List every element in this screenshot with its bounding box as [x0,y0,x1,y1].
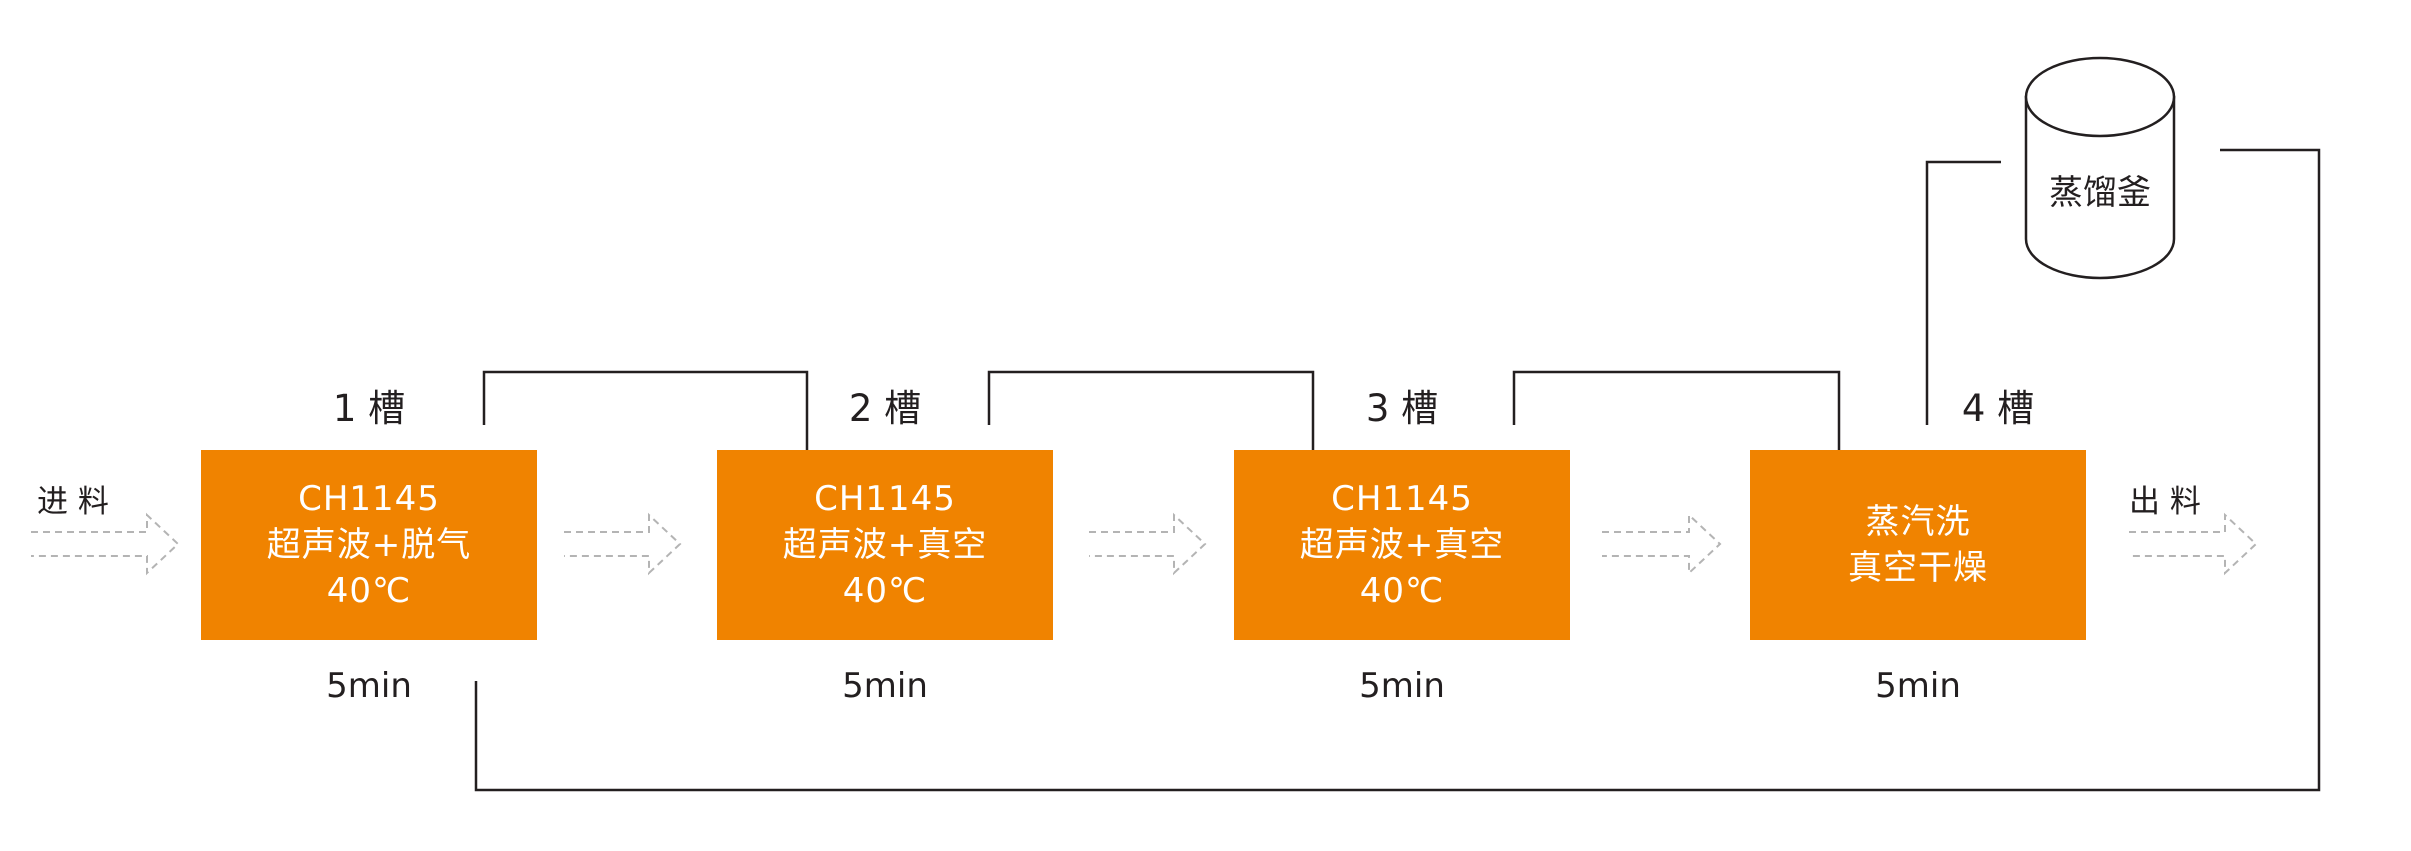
tank-1-process: 超声波+脱气 [266,525,472,565]
tank-2-agent: CH1145 [814,479,956,519]
still-cylinder [2024,56,2176,280]
connector-tank3-tank4 [1512,370,1841,450]
connector-tank1-tank2 [482,370,809,450]
tank-2-temperature: 40℃ [842,571,928,611]
tank-2-label: 2 槽 [848,387,922,430]
tank-4-label: 4 槽 [1961,387,2035,430]
tank-1-box: CH1145 超声波+脱气 40℃ [201,450,537,640]
tank-1-agent: CH1145 [298,479,440,519]
tank-1-time: 5min [326,666,412,706]
tank-3-label: 3 槽 [1365,387,1439,430]
flow-arrow-3-to-4 [1602,512,1722,576]
tank-2-box: CH1145 超声波+真空 40℃ [717,450,1053,640]
tank-3-temperature: 40℃ [1359,571,1445,611]
connector-tank4-still [1925,160,2001,425]
tank-3-agent: CH1145 [1331,479,1473,519]
tank-4-box: 蒸汽洗 真空干燥 [1750,450,2086,640]
tank-2-process: 超声波+真空 [782,525,988,565]
tank-1-label: 1 槽 [332,387,406,430]
flow-arrow-1-to-2 [564,512,682,576]
tank-4-drying: 真空干燥 [1848,548,1988,588]
still-top [2024,56,2176,138]
outlet-arrow [2129,512,2258,576]
still-label: 蒸馏釜 [2049,173,2151,213]
inlet-arrow [31,512,180,576]
connector-tank2-tank3 [987,370,1315,450]
tank-4-time: 5min [1875,666,1961,706]
tank-2-time: 5min [842,666,928,706]
tank-3-process: 超声波+真空 [1299,525,1505,565]
tank-3-time: 5min [1359,666,1445,706]
tank-4-process: 蒸汽洗 [1865,502,1971,542]
still-body [2024,95,2176,280]
return-line-still-tank1 [474,148,2321,792]
outlet-label: 出 料 [2129,484,2201,520]
flow-arrow-2-to-3 [1089,512,1207,576]
tank-1-temperature: 40℃ [326,571,412,611]
inlet-label: 进 料 [37,484,109,520]
tank-3-box: CH1145 超声波+真空 40℃ [1234,450,1570,640]
